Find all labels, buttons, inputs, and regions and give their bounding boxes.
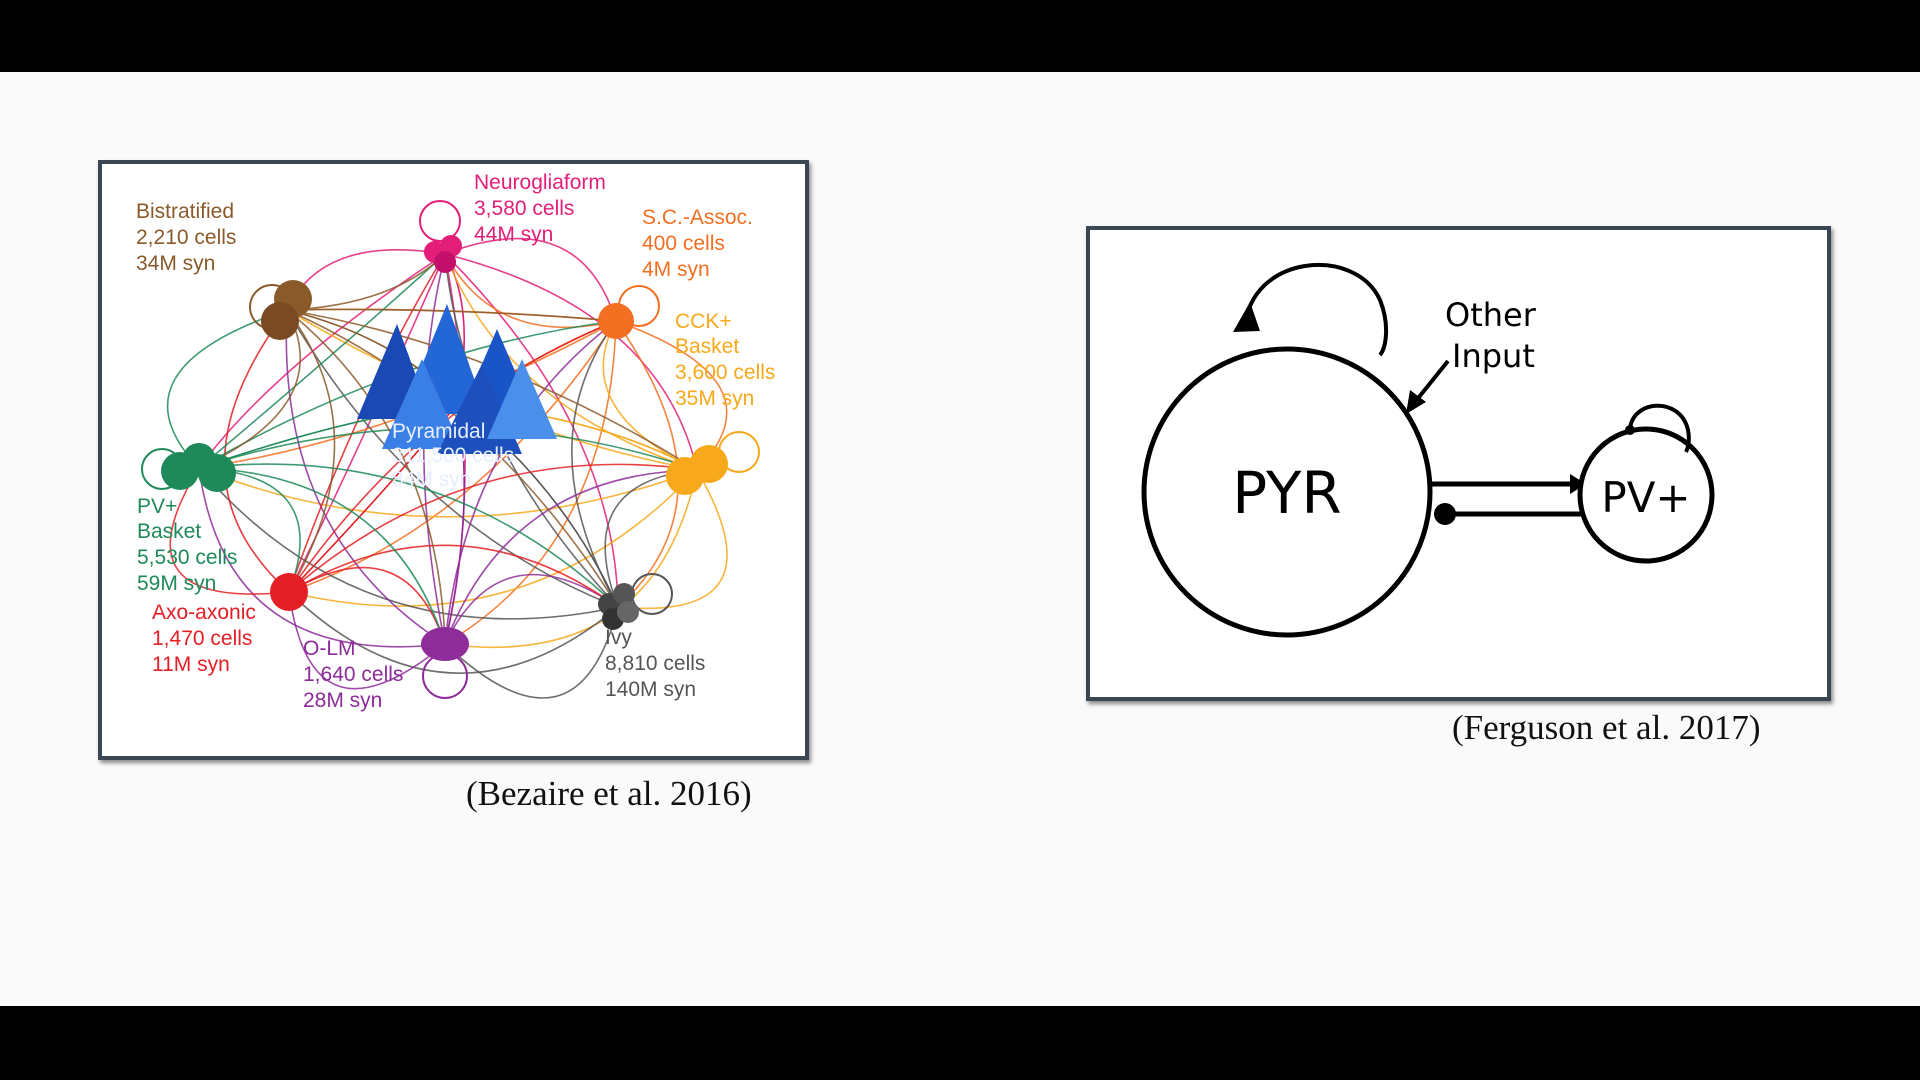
pv-basket-name: PV+ xyxy=(137,495,177,518)
pv-cell xyxy=(1577,426,1715,564)
bistratified-cluster xyxy=(249,280,312,340)
ivy-cells: 8,810 cells xyxy=(605,652,705,675)
other-input-arrowhead xyxy=(1406,390,1426,414)
connection-line xyxy=(198,463,619,608)
connection-line xyxy=(198,467,446,648)
motif-figure-panel: PYR PV+ Other Input xyxy=(1086,226,1831,701)
sc-assoc-syn: 4M syn xyxy=(642,258,710,281)
connection-line xyxy=(288,591,619,674)
pv-label: PV+ xyxy=(1601,473,1690,522)
connection-line xyxy=(286,309,619,608)
cck-basket-cells: 3,600 cells xyxy=(675,361,775,384)
connection-line xyxy=(198,467,698,518)
olm-name: O-LM xyxy=(303,637,356,660)
connection-line xyxy=(286,253,446,311)
cck-basket-syn: 35M syn xyxy=(675,387,754,410)
pyramidal-name: Pyramidal xyxy=(392,420,485,443)
pyramidal-cells xyxy=(357,304,557,454)
olm-syn: 28M syn xyxy=(303,689,382,712)
connection-line xyxy=(444,253,698,471)
pv-basket-syn: 59M syn xyxy=(137,572,216,595)
pyr-self-loop-arrowhead xyxy=(1233,302,1260,332)
olm-cells: 1,640 cells xyxy=(303,663,403,686)
connection-lines xyxy=(166,237,728,699)
bistratified-syn: 34M syn xyxy=(136,252,215,275)
connection-line xyxy=(286,309,446,645)
ivy-cluster xyxy=(598,573,673,630)
cck-basket-name: CCK+ xyxy=(675,310,732,333)
other-input-label-line1: Other xyxy=(1445,296,1537,334)
pv-self-loop-terminal xyxy=(1625,425,1635,435)
connection-line xyxy=(288,469,698,607)
connection-line xyxy=(286,308,617,322)
pv-to-pyr-inhibitory-terminal xyxy=(1434,503,1456,525)
connection-line xyxy=(288,566,446,645)
pyr-pv-diagram: PYR PV+ Other Input xyxy=(1141,262,1715,638)
axo-axonic-syn: 11M syn xyxy=(152,653,230,676)
olm-cluster xyxy=(421,627,469,699)
other-input-arrow xyxy=(1413,359,1450,404)
pyramidal-cells-count: 311,500 cells xyxy=(392,444,514,467)
pyr-self-loop xyxy=(1243,262,1388,357)
ivy-syn: 140M syn xyxy=(605,678,696,701)
connection-line xyxy=(288,591,446,690)
connection-line xyxy=(444,606,619,699)
connection-line xyxy=(617,469,728,610)
neurogliaform-syn: 44M syn xyxy=(474,223,553,246)
connection-line xyxy=(288,320,617,593)
connection-line xyxy=(444,574,619,645)
connection-line xyxy=(166,309,288,469)
pyramidal-syn-count: 84M syn xyxy=(392,468,471,491)
letterbox-bottom xyxy=(0,1006,1920,1080)
ivy-name: Ivy xyxy=(605,626,632,649)
axo-axonic-name: Axo-axonic xyxy=(152,601,256,624)
bistratified-cells: 2,210 cells xyxy=(136,226,236,249)
neurogliaform-name: Neurogliaform xyxy=(474,171,606,194)
connection-line xyxy=(198,467,446,645)
connection-line xyxy=(444,320,617,645)
neurogliaform-cells: 3,580 cells xyxy=(474,197,574,220)
connection-line xyxy=(444,320,617,645)
network-figure-panel: Pyramidal 311,500 cells 84M syn xyxy=(98,160,809,760)
citation-ferguson: (Ferguson et al. 2017) xyxy=(1452,708,1761,747)
neurogliaform-cluster xyxy=(419,200,462,273)
pv-basket-name2: Basket xyxy=(137,520,201,543)
connection-line xyxy=(169,467,290,595)
pyr-label: PYR xyxy=(1232,459,1341,527)
pv-self-loop xyxy=(1628,403,1691,453)
connection-line xyxy=(602,320,698,471)
letterbox-top xyxy=(0,0,1920,72)
cluster-labels: Neurogliaform 3,580 cells 44M syn S.C.-A… xyxy=(136,171,775,712)
pv-basket-cells: 5,530 cells xyxy=(137,546,237,569)
sc-assoc-name: S.C.-Assoc. xyxy=(642,206,753,229)
citation-bezaire: (Bezaire et al. 2016) xyxy=(466,774,752,813)
network-diagram: Pyramidal 311,500 cells 84M syn xyxy=(136,171,775,712)
bistratified-name: Bistratified xyxy=(136,200,234,223)
connection-line xyxy=(286,309,336,593)
connection-line xyxy=(198,309,301,469)
other-input-label-line2: Input xyxy=(1452,337,1535,375)
axo-axonic-cluster xyxy=(270,573,308,611)
connection-line xyxy=(444,237,617,322)
connection-line xyxy=(288,253,446,593)
connection-line xyxy=(288,463,698,593)
cck-basket-name2: Basket xyxy=(675,335,739,358)
sc-assoc-cells: 400 cells xyxy=(642,232,725,255)
sc-assoc-cluster xyxy=(598,285,660,339)
connection-line xyxy=(444,469,698,645)
cck-basket-cluster xyxy=(666,431,760,495)
axo-axonic-cells: 1,470 cells xyxy=(152,627,252,650)
pv-basket-cluster xyxy=(141,443,236,492)
pyr-to-pv-arrowhead xyxy=(1570,474,1586,494)
connection-line xyxy=(288,544,619,608)
pyr-cell xyxy=(1141,346,1433,638)
connection-line xyxy=(444,253,617,329)
